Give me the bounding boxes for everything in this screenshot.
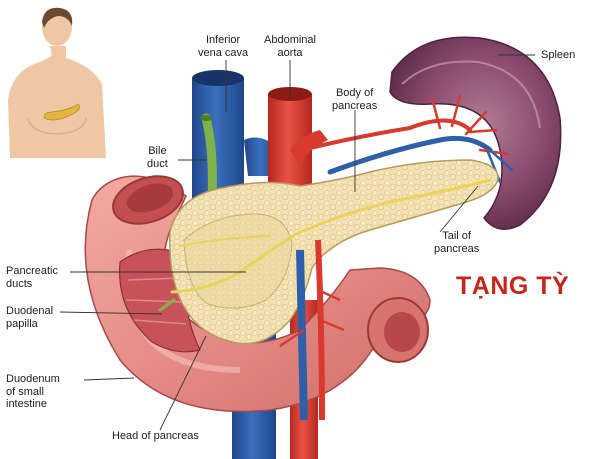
label-inferior-vena-cava: Inferior vena cava bbox=[198, 34, 249, 59]
mesenteric-vessels bbox=[279, 239, 345, 421]
spleen bbox=[389, 36, 562, 230]
label-tail-of-pancreas: Tail of pancreas bbox=[434, 230, 480, 255]
label-head-of-pancreas: Head of pancreas bbox=[112, 430, 199, 442]
label-body-of-pancreas: Body of pancreas bbox=[332, 87, 378, 112]
diagram-title: TẠNG TỲ bbox=[456, 272, 570, 300]
label-bile-duct: Bile duct bbox=[147, 145, 168, 170]
label-spleen: Spleen bbox=[541, 49, 576, 61]
label-duodenal-papilla: Duodenal papilla bbox=[6, 305, 54, 330]
label-duodenum: Duodenum of small intestine bbox=[6, 373, 60, 410]
label-abdominal-aorta: Abdominal aorta bbox=[264, 34, 316, 59]
human-figure-inset bbox=[8, 7, 106, 158]
pancreatic-ducts bbox=[158, 178, 492, 312]
label-pancreatic-ducts: Pancreatic ducts bbox=[6, 265, 58, 290]
leader-lines bbox=[59, 54, 535, 431]
